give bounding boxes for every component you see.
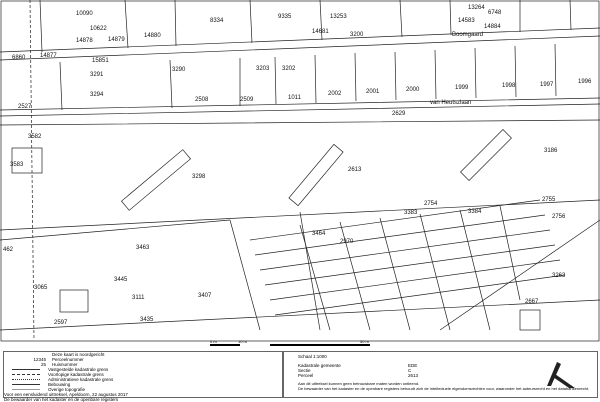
map-lines [0, 0, 600, 342]
parcel-label: 3384 [468, 209, 482, 215]
parcel-label: 14884 [484, 24, 501, 30]
parcel-label: 2754 [424, 201, 438, 207]
parcel-label: 3263 [552, 273, 566, 279]
legend-label: Voorlopige kadastrale grens [48, 372, 104, 377]
scale-start: 0 m [210, 339, 217, 344]
parcel-label: 1996 [578, 79, 592, 85]
legend-label: Vastgestelde kadastrale grens [48, 367, 109, 372]
parcel-label: 3582 [28, 134, 42, 140]
parcel-label: 1011 [288, 95, 301, 101]
disclaimer-1: Aan dit uittreksel kunnen geen betrouwba… [298, 381, 420, 386]
street-name: Boomgaard [452, 32, 484, 38]
legend-footer-1: Voor een eensluidend uittreksel, Apeldoo… [4, 392, 128, 397]
parcel-label: 1999 [455, 85, 469, 91]
parcel-label: 2002 [328, 91, 342, 97]
parcel-label: 9335 [278, 14, 292, 20]
section-label: Sectie [298, 368, 311, 373]
info-panel: Schaal 1:1000 Kadastrale gemeente EDE Sec… [283, 351, 598, 398]
parcel-label: 10090 [76, 11, 93, 17]
parcel-label: 2613 [348, 167, 362, 173]
scale-bar: 0 m 10 m 50 m [210, 339, 370, 346]
cadastral-map: van Heutszlaan Boomgaard 10090 6860 1062… [0, 0, 600, 342]
parcel-label: 10622 [90, 26, 107, 32]
municipality-value: EDE [408, 363, 418, 368]
parcel-label: 3294 [90, 92, 104, 98]
section-value: C [408, 368, 412, 373]
parcel-label: 3463 [136, 245, 150, 251]
parcel-label: 3186 [544, 148, 558, 154]
legend-label: Overige topografie [48, 387, 86, 392]
parcel-label: 2667 [525, 299, 539, 305]
parcel-label: 2508 [195, 97, 209, 103]
parcel-label: 14681 [312, 29, 329, 35]
parcel-label: 8334 [210, 18, 224, 24]
municipality-label: Kadastrale gemeente [298, 363, 341, 368]
parcel-label: 2629 [392, 111, 406, 117]
parcel-label: 14880 [144, 33, 161, 39]
parcel-label: 13253 [330, 14, 347, 20]
parcel-label: 3445 [114, 277, 128, 283]
legend-label: Administratieve kadastrale grens [48, 377, 114, 382]
legend: Deze kaart is noordgericht 12345 Perceeln… [3, 351, 283, 402]
house-number-sample: 25 [40, 362, 46, 367]
road-name: van Heutszlaan [430, 100, 472, 106]
parcel-label: 14583 [458, 18, 475, 24]
parcel-label: 2000 [406, 87, 420, 93]
parcel-label: 462 [3, 247, 14, 253]
parcel-label: 3111 [132, 295, 145, 301]
parcel-label: 3583 [10, 162, 24, 168]
parcel-label: 6860 [12, 55, 26, 61]
parcel-label: 3383 [404, 210, 418, 216]
kadaster-logo [547, 362, 575, 388]
legend-title: Deze kaart is noordgericht [52, 352, 105, 357]
parcel-label: 3290 [172, 67, 186, 73]
legend-label: Perceelnummer [52, 357, 84, 362]
parcel-value: 2613 [408, 373, 419, 378]
parcel-label: 3298 [192, 174, 206, 180]
parcel-label: 14878 [76, 38, 93, 44]
parcel-label-text: Perceel [298, 373, 314, 378]
legend-label: Huisnummer [52, 362, 78, 367]
parcel-label: 3407 [198, 293, 212, 299]
parcel-label: 1998 [502, 83, 516, 89]
parcel-label: 2970 [340, 239, 354, 245]
parcel-label: 3065 [34, 285, 48, 291]
scale-mid: 10 m [238, 339, 247, 344]
parcel-label: 6748 [488, 10, 502, 16]
parcel-number-sample: 12345 [33, 357, 46, 362]
scale-text: Schaal 1:1000 [298, 354, 327, 359]
parcel-label: 3464 [312, 231, 326, 237]
parcel-label: 3202 [282, 66, 296, 72]
parcel-label: 2756 [552, 214, 566, 220]
parcel-label: 14879 [108, 37, 125, 43]
parcel-label: 14877 [40, 53, 57, 59]
parcel-label: 2509 [240, 97, 254, 103]
parcel-label: 3435 [140, 317, 154, 323]
parcel-label: 15851 [92, 58, 109, 64]
parcel-label: 2755 [542, 197, 556, 203]
scale-end: 50 m [360, 339, 369, 344]
parcel-label: 3200 [350, 32, 364, 38]
parcel-label: 3203 [256, 66, 270, 72]
parcel-label: 2597 [54, 320, 68, 326]
parcel-label: 13264 [468, 5, 485, 11]
parcel-label: 3291 [90, 72, 104, 78]
legend-label: Bebouwing [48, 382, 71, 387]
parcel-label: 2527 [18, 104, 32, 110]
disclaimer-2: De bewaarder van het kadaster en de open… [298, 385, 590, 391]
parcel-label: 1997 [540, 82, 554, 88]
parcel-label: 2001 [366, 89, 380, 95]
